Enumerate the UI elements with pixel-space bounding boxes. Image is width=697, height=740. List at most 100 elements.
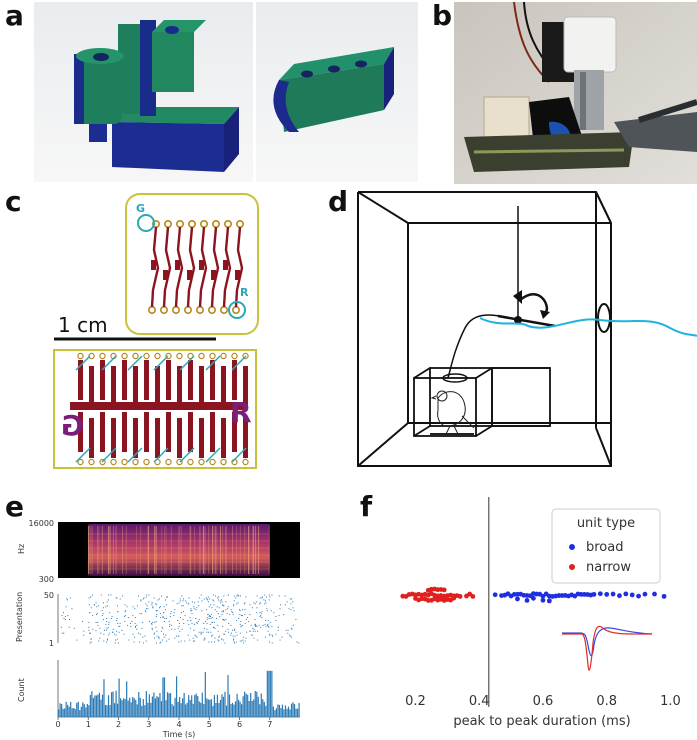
raster-spike [118,631,120,633]
raster-spike [253,602,255,604]
psth-bar [272,706,274,717]
pcb-trace [122,360,127,400]
raster-spike [158,636,160,638]
psth-bar [213,695,215,717]
raster-spike [227,608,229,610]
pcb-pad [132,458,139,466]
raster-spike [134,608,136,610]
raster-spike [197,601,199,603]
raster-spike [115,597,117,599]
pcb-trace [188,360,193,400]
raster-spike [261,596,263,598]
raster-spike [115,639,117,641]
psth-bar [123,698,125,717]
raster-spike [176,603,178,605]
raster-spike [134,617,136,619]
pcb-pad [198,458,205,466]
pcb-smd-pad [187,270,192,280]
raster-spike [119,622,121,624]
raster-spike [161,626,163,628]
psth-bar [280,708,282,717]
raster-spike [206,617,208,619]
pcb-pad [176,352,183,360]
raster-spike [201,600,203,602]
psth-bar [141,705,143,717]
pcb-trace [100,360,105,400]
raster-spike [128,639,130,641]
raster-spike [102,607,104,609]
raster-spike [165,634,167,636]
raster-spike [182,600,184,602]
raster-spike [218,599,220,601]
psth-bars [58,670,300,717]
raster-spike [137,595,139,597]
raster-spike [277,629,279,631]
pcb-trace [89,366,94,406]
raster-spike [103,640,105,642]
raster-spike [112,628,114,630]
raster-spike [108,621,110,623]
raster-spike [290,627,292,629]
raster-spike [291,628,293,630]
legend-marker-narrow [569,564,575,570]
psth-bar [219,699,222,717]
raster-spike [275,616,277,618]
raster-spike [243,603,245,605]
pcb-trace [234,226,244,308]
pcb-hatch [205,447,221,463]
raster-spike [230,609,232,611]
raster-spike [255,624,257,626]
raster-spike [88,632,90,634]
raster-spike [66,599,68,601]
pcb-trace [177,418,182,458]
psth-bar [144,705,146,717]
psth-bar [254,690,256,717]
raster-spike [211,607,213,609]
sound-chamber-box [357,191,612,467]
raster-spike [123,616,125,618]
raster-spike [196,622,198,624]
unit-dot-broad [524,597,530,603]
raster-spike [143,642,145,644]
raster-spike [61,632,63,634]
raster-spike [285,604,287,606]
raster-ytick-bottom: 1 [49,639,54,648]
raster-spike [261,611,263,613]
psth-bar [182,698,184,717]
pcb-trace [221,366,226,406]
raster-spike [179,630,181,632]
psth-bar [253,699,255,717]
unit-dot-narrow [470,593,476,599]
raster-spike [228,631,230,633]
raster-spike [97,624,99,626]
raster-spike [124,604,126,606]
raster-spike [219,600,221,602]
psth-bar [101,694,104,717]
raster-spike [184,640,186,642]
raster-spike [114,633,116,635]
pcb-hatch [179,447,195,463]
psth-bar [64,708,66,717]
raster-spike [193,606,195,608]
psth-bar [138,692,140,717]
raster-spike [233,605,235,607]
raster-spike [95,614,97,616]
raster-spike [221,614,223,616]
psth-bar [224,691,226,717]
raster-spike [96,606,98,608]
raster-spike [196,621,198,623]
raster-spike [240,625,242,627]
raster-spike [103,633,105,635]
pcb-pad [236,219,245,228]
raster-spike [105,623,107,625]
pcb-hatch [153,355,169,371]
raster-spike [272,635,274,637]
pcb-trace [155,418,160,458]
raster-spike [233,629,235,631]
raster-spike [268,626,270,628]
raster-spike [261,617,263,619]
raster-spike [145,596,147,598]
raster-spike [243,642,245,644]
raster-spike [236,619,238,621]
raster-spike [194,602,196,604]
